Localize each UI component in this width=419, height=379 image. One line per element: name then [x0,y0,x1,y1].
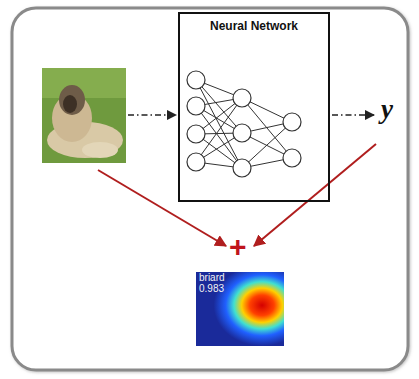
network-graph [187,71,301,177]
plus-sign: + [229,232,247,262]
heatmap-box: briard0.983 [196,272,284,346]
neuron [187,97,205,115]
neuron [233,124,251,142]
neuron [283,113,301,131]
neuron [187,125,205,143]
red-arrow [254,144,376,246]
input-arrow [128,114,176,116]
box-title: Neural Network [184,14,324,33]
red-arrow [98,170,226,246]
dog-photo [42,68,126,163]
output-arrow [332,114,374,116]
outer-frame [12,8,408,370]
neuron [233,159,251,177]
neuron [283,149,301,167]
class-score: 0.983 [199,284,281,295]
neuron [187,153,205,171]
heatmap-image [196,272,284,346]
output-symbol: y [381,96,393,123]
network-box: Neural Network [178,12,330,202]
class-score: briard [199,272,281,284]
neuron [187,71,205,89]
neuron [233,89,251,107]
